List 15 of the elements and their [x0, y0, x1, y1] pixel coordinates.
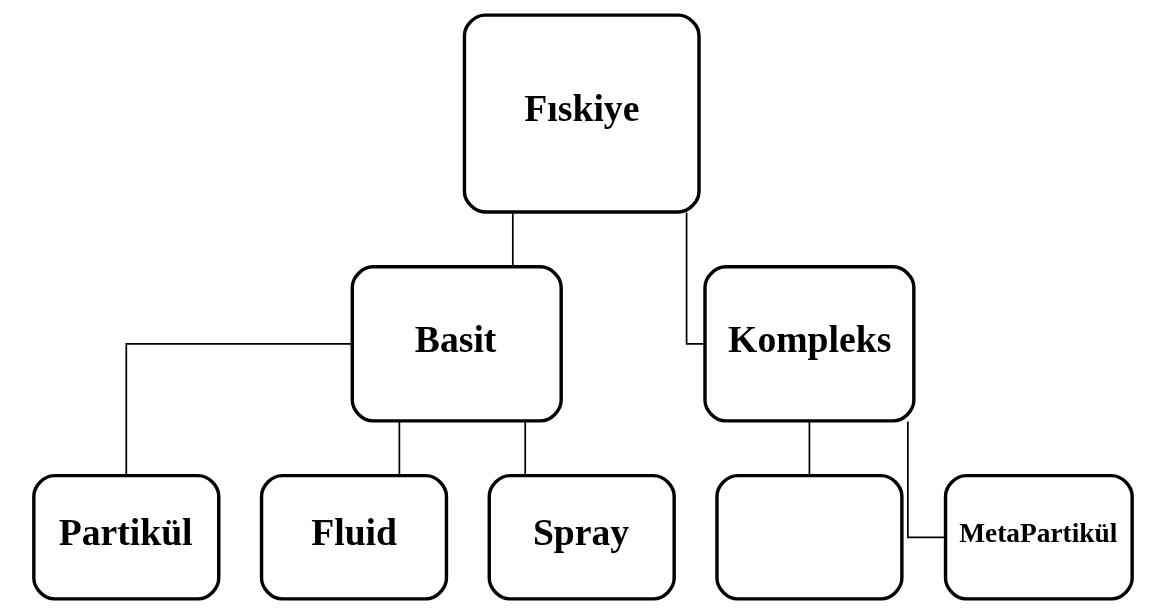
connector: [808, 420, 811, 476]
connector: [685, 211, 706, 345]
connector: [511, 211, 514, 268]
node-box: Kompleks: [703, 265, 916, 423]
node-box: Fıskiye: [462, 13, 701, 214]
connector: [907, 420, 946, 539]
node-box: Spray: [487, 473, 676, 601]
connector: [524, 420, 527, 476]
node-box: Basit: [350, 265, 563, 423]
connector: [125, 342, 354, 477]
node-box: MetaPartikül: [943, 473, 1134, 601]
node-box: [715, 473, 904, 601]
node-box: Fluid: [259, 473, 449, 601]
node-box: Partikül: [32, 473, 221, 601]
connector: [398, 420, 401, 476]
